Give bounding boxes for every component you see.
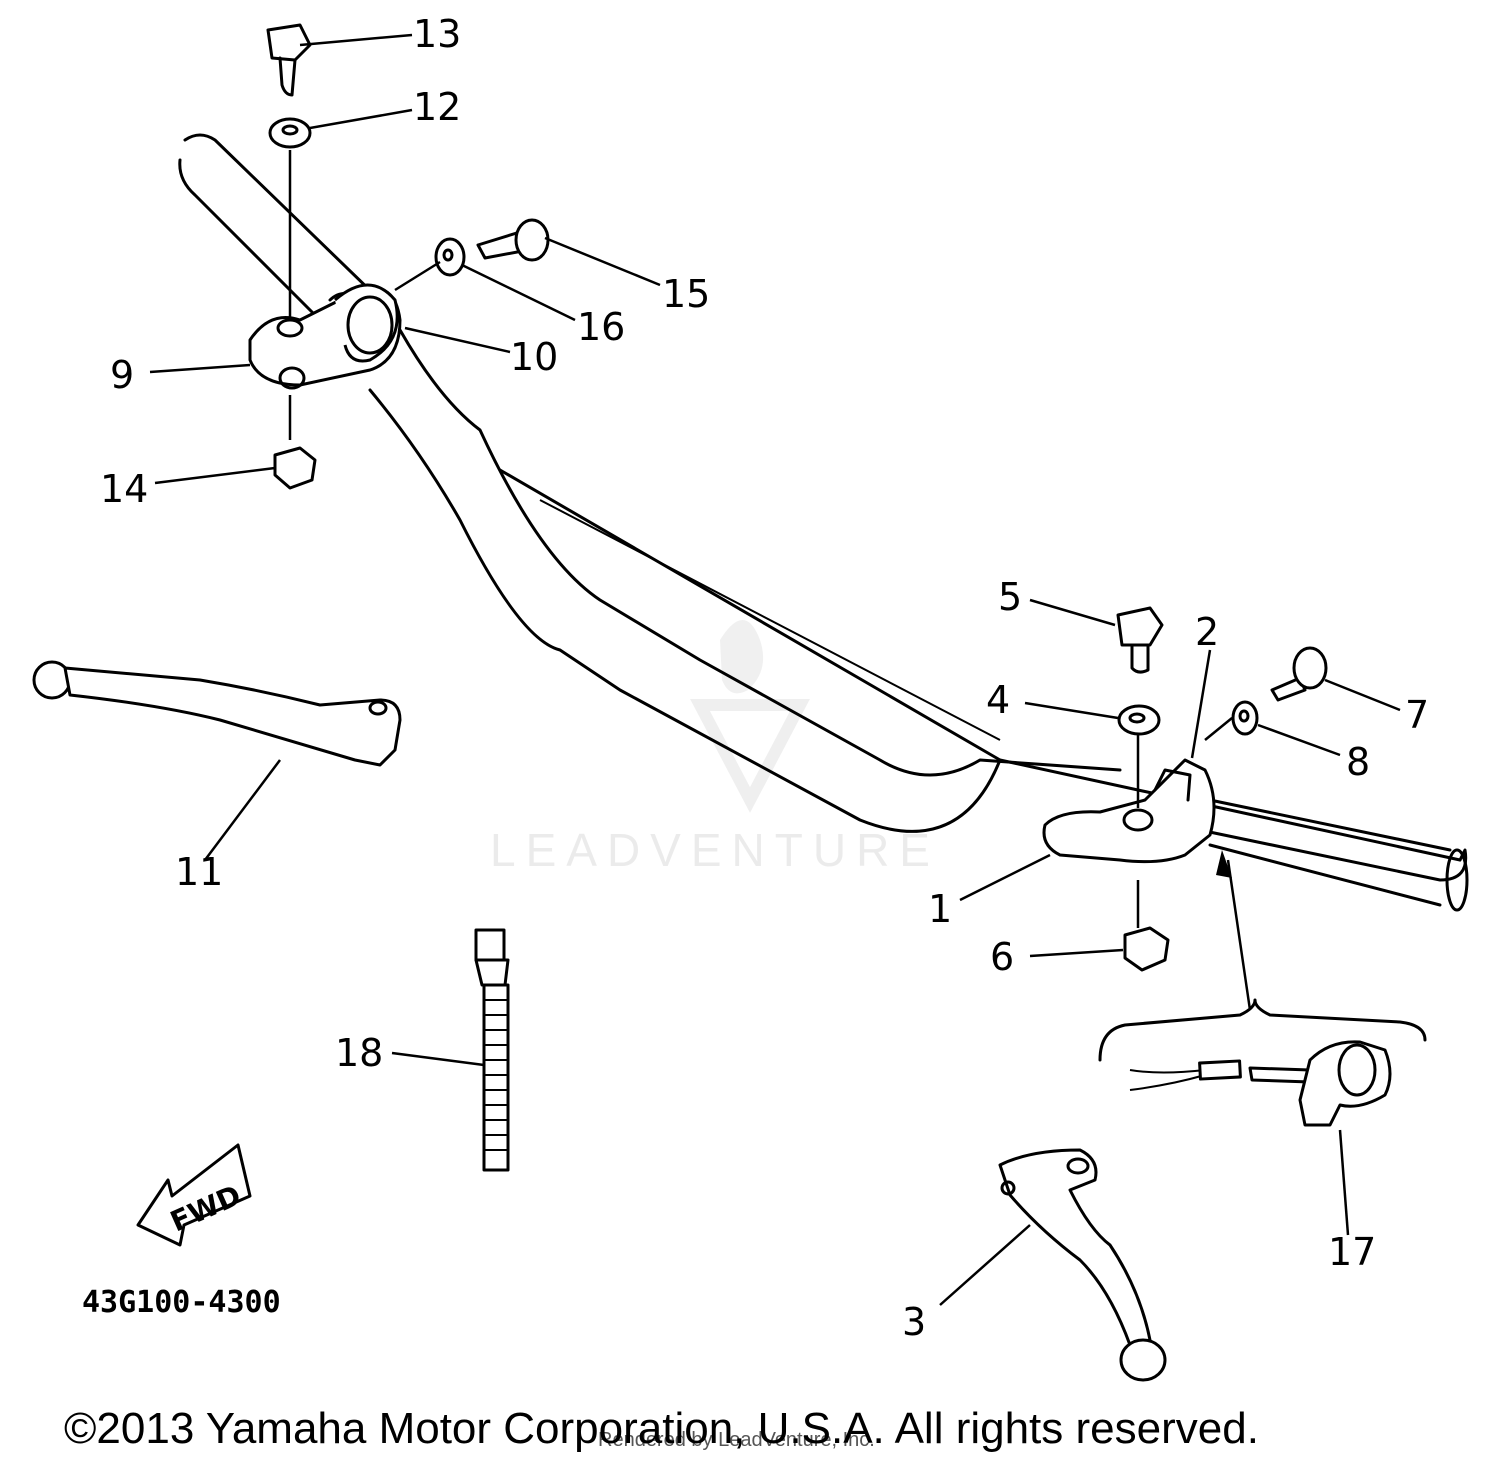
callout-6: 6 (990, 935, 1014, 979)
callout-7: 7 (1405, 693, 1429, 737)
clutch-lever (32, 660, 402, 767)
callout-4: 4 (986, 678, 1010, 722)
master-cylinder-bracket-right (1042, 758, 1216, 864)
callout-14: 14 (100, 467, 148, 511)
callout-numbers: 13 12 15 16 10 9 14 11 5 2 4 7 8 1 6 18 … (100, 12, 1429, 1344)
callout-1: 1 (928, 887, 952, 931)
brake-switch-assembly (1098, 998, 1427, 1127)
washer-4 (1117, 704, 1161, 736)
assembly-arrowhead (1216, 850, 1232, 878)
handlebar (178, 133, 1469, 912)
callout-13: 13 (413, 12, 461, 56)
nut-6 (1123, 926, 1170, 972)
callout-18: 18 (335, 1031, 383, 1075)
callout-9: 9 (110, 353, 134, 397)
copyright-notice: ©2013 Yamaha Motor Corporation, U.S.A. A… (64, 1404, 1259, 1453)
washer-12 (268, 117, 312, 149)
forward-direction-arrow: FWD (136, 1143, 252, 1247)
bolt-7 (1270, 646, 1328, 702)
callout-17: 17 (1328, 1230, 1376, 1274)
bolt-13 (266, 23, 312, 97)
bolt-15 (476, 218, 550, 262)
nut-14 (273, 446, 317, 490)
callout-12: 12 (413, 85, 461, 129)
callout-11: 11 (175, 850, 223, 894)
callout-3: 3 (902, 1300, 926, 1344)
brake-lever (998, 1148, 1167, 1382)
washer-8 (1231, 700, 1259, 736)
washer-16 (434, 237, 466, 277)
leadventure-watermark: LEADVENTURE (490, 620, 940, 876)
watermark-text: LEADVENTURE (490, 824, 940, 876)
callout-5: 5 (998, 575, 1022, 619)
callout-10: 10 (510, 335, 558, 379)
callout-15: 15 (662, 272, 710, 316)
clamp-holder-left (334, 283, 399, 363)
bolt-5 (1116, 606, 1164, 674)
rendered-by-note: Rendered by LeadVenture, Inc. (598, 1429, 875, 1451)
leader-lines (149, 33, 1401, 1306)
assembly-arrow (1226, 859, 1252, 1011)
diagram-code: 43G100-4300 (82, 1285, 281, 1320)
callout-16: 16 (577, 305, 625, 349)
callout-2: 2 (1195, 610, 1219, 654)
cable-tie (474, 928, 510, 1172)
callout-8: 8 (1346, 740, 1370, 784)
